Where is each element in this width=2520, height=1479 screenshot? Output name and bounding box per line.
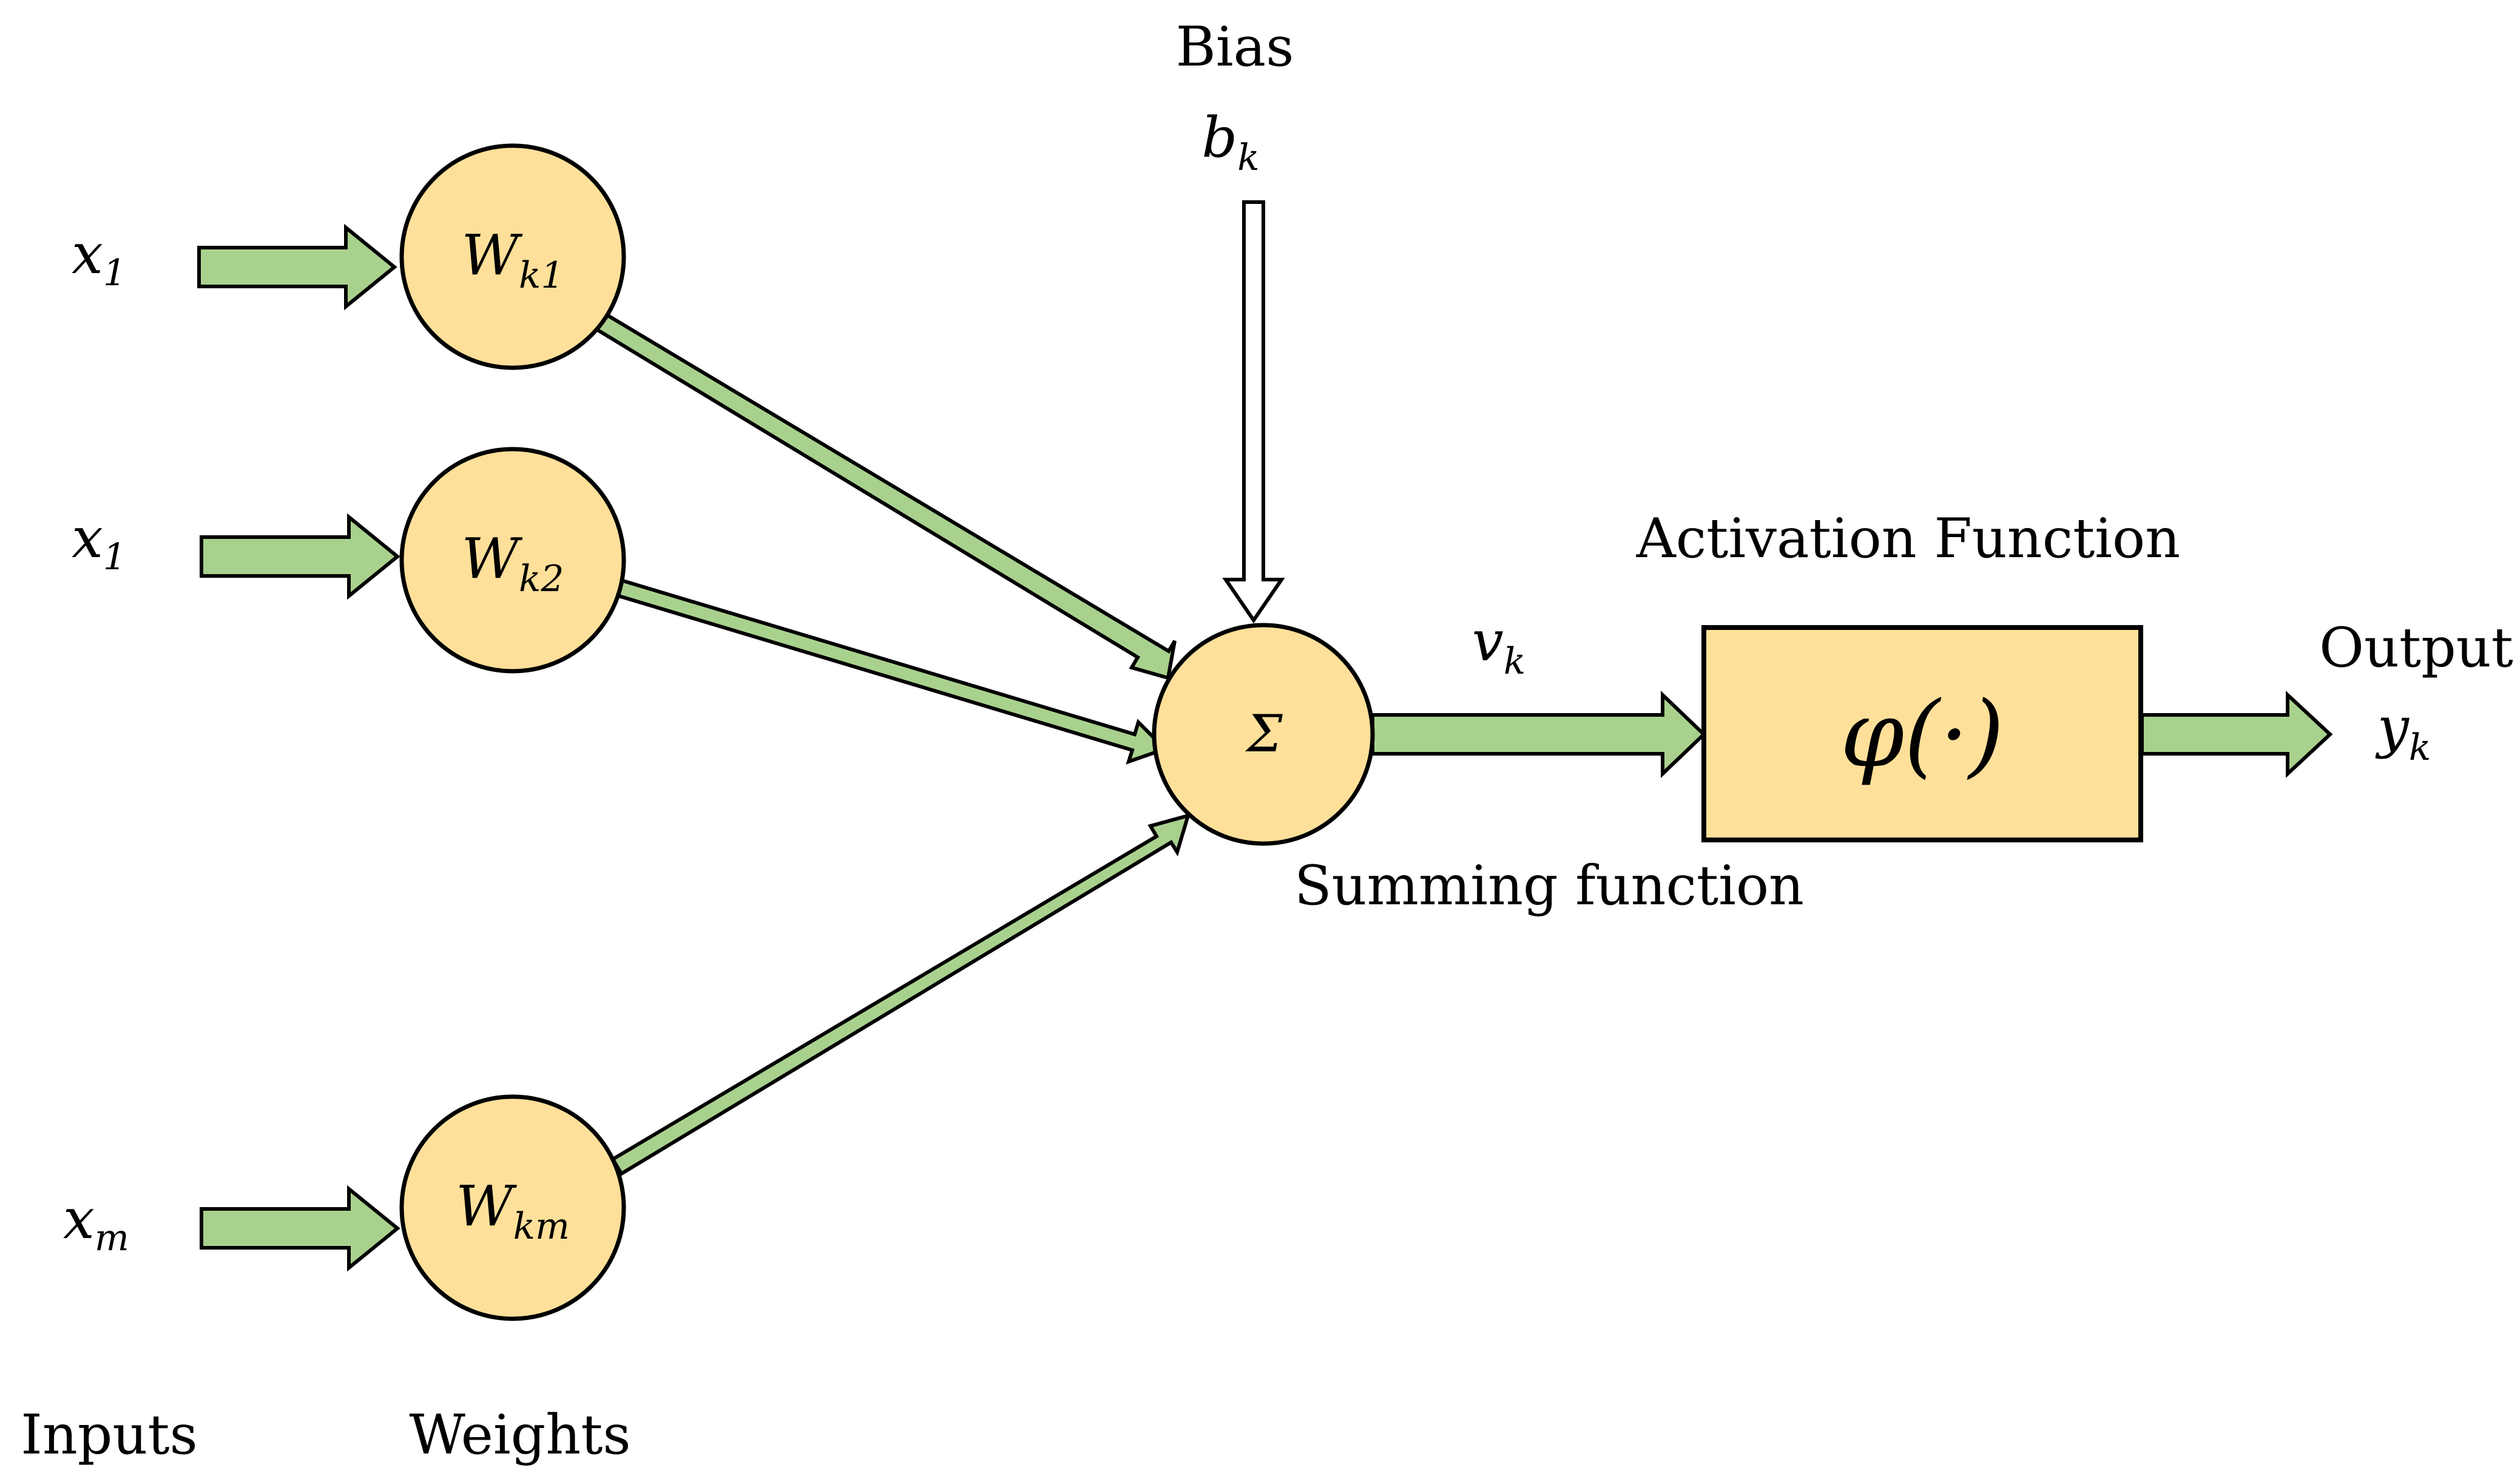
- input-label-3: xm: [63, 1186, 129, 1259]
- inputs-title: Inputs: [21, 1403, 197, 1467]
- weight-node-3: [399, 1094, 626, 1321]
- weight-label-1: Wk1: [461, 223, 564, 297]
- bias-symbol: bk: [1201, 105, 1259, 179]
- bias-arrow: [1222, 200, 1285, 624]
- bias-title: Bias: [1176, 15, 1294, 79]
- input-arrow-2: [200, 513, 400, 600]
- weight-node-2: [399, 447, 626, 674]
- sum-to-activation-arrow: [1371, 690, 1707, 779]
- output-arrow: [2140, 691, 2333, 778]
- connection-arrow-2: [612, 577, 1169, 765]
- input-arrow-1: [197, 223, 397, 311]
- connection-arrow-1: [590, 309, 1177, 680]
- summing-title: Summing function: [1294, 854, 1804, 918]
- output-title: Output: [2319, 616, 2513, 680]
- summing-node: [1152, 623, 1375, 846]
- activation-title: Activation Function: [1636, 507, 2180, 570]
- input-arrow-3: [200, 1185, 400, 1272]
- weight-node-1: [399, 143, 626, 370]
- weight-label-3: Wkm: [456, 1174, 570, 1248]
- activation-box: [1701, 625, 2143, 842]
- output-symbol: yk: [2375, 695, 2431, 769]
- weight-label-2: Wk2: [461, 526, 564, 600]
- connection-arrow-3: [610, 813, 1191, 1177]
- sum-symbol: Σ: [1245, 704, 1283, 763]
- weights-title: Weights: [409, 1403, 630, 1467]
- input-label-1: x1: [72, 222, 126, 294]
- activation-symbol: φ(·): [1840, 682, 2004, 788]
- input-label-2: x1: [72, 506, 126, 578]
- v-symbol: vk: [1472, 609, 1525, 683]
